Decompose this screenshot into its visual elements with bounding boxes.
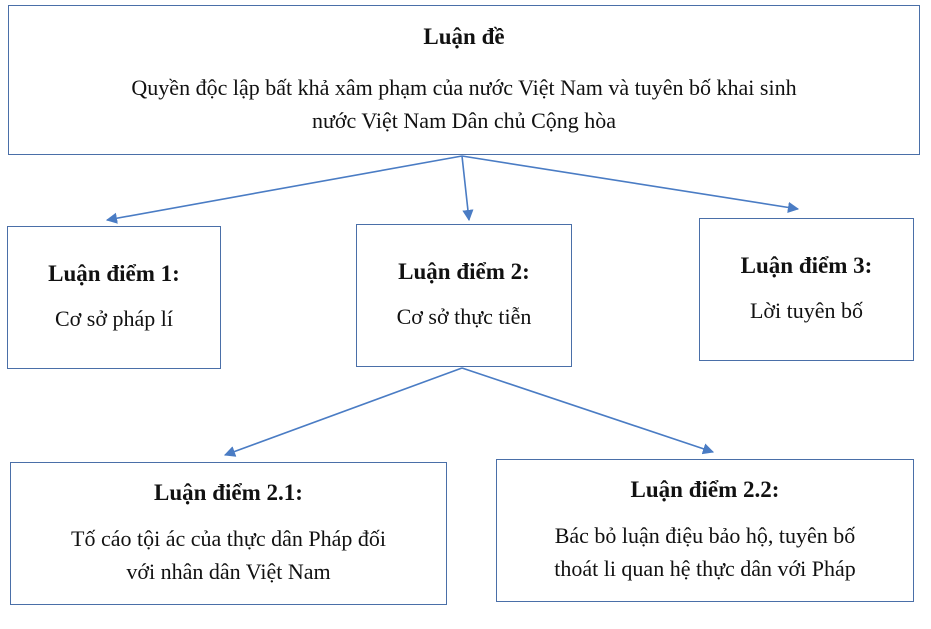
point2-1-box: Luận điểm 2.1: Tố cáo tội ác của thực dâ… [10, 462, 447, 605]
point1-box: Luận điểm 1: Cơ sở pháp lí [7, 226, 221, 369]
thesis-text-line2: nước Việt Nam Dân chủ Cộng hòa [311, 108, 617, 134]
point2-1-text-line1: Tố cáo tội ác của thực dân Pháp đối [71, 525, 386, 551]
point2-1-text: Tố cáo tội ác của thực dân Pháp đối với … [71, 522, 386, 588]
point2-box: Luận điểm 2: Cơ sở thực tiễn [356, 224, 572, 367]
arrow-root-to-point1 [105, 155, 463, 224]
point1-title: Luận điểm 1: [48, 260, 180, 286]
point2-1-text-line2: với nhân dân Việt Nam [126, 558, 331, 584]
point2-text: Cơ sở thực tiễn [396, 304, 532, 330]
point2-1-title: Luận điểm 2.1: [154, 480, 303, 506]
point1-text: Cơ sở pháp lí [55, 306, 173, 332]
point2-2-box: Luận điểm 2.2: Bác bỏ luận điệu bảo hộ, … [496, 459, 914, 602]
thesis-box: Luận đề Quyền độc lập bất khả xâm phạm c… [8, 5, 920, 155]
point3-text: Lời tuyên bố [749, 298, 864, 324]
point2-2-title: Luận điểm 2.2: [630, 477, 780, 503]
thesis-title: Luận đề [423, 23, 505, 49]
point2-2-text: Bác bỏ luận điệu bảo hộ, tuyên bố thoát … [554, 519, 856, 585]
point2-2-text-line1: Bác bỏ luận điệu bảo hộ, tuyên bố [554, 522, 856, 548]
thesis-text-line1: Quyền độc lập bất khả xâm phạm của nước … [131, 75, 797, 101]
arrow-root-to-point2 [461, 155, 474, 222]
point2-title: Luận điểm 2: [398, 258, 530, 284]
point2-2-text-line2: thoát li quan hệ thực dân với Pháp [554, 555, 856, 581]
thesis-text: Quyền độc lập bất khả xâm phạm của nước … [131, 71, 796, 137]
point3-box: Luận điểm 3: Lời tuyên bố [699, 218, 914, 361]
arrow-point2-to-point2-1 [223, 367, 463, 457]
point3-title: Luận điểm 3: [740, 252, 873, 278]
arrow-point2-to-point2-2 [461, 367, 715, 455]
arrow-root-to-point3 [461, 155, 800, 213]
